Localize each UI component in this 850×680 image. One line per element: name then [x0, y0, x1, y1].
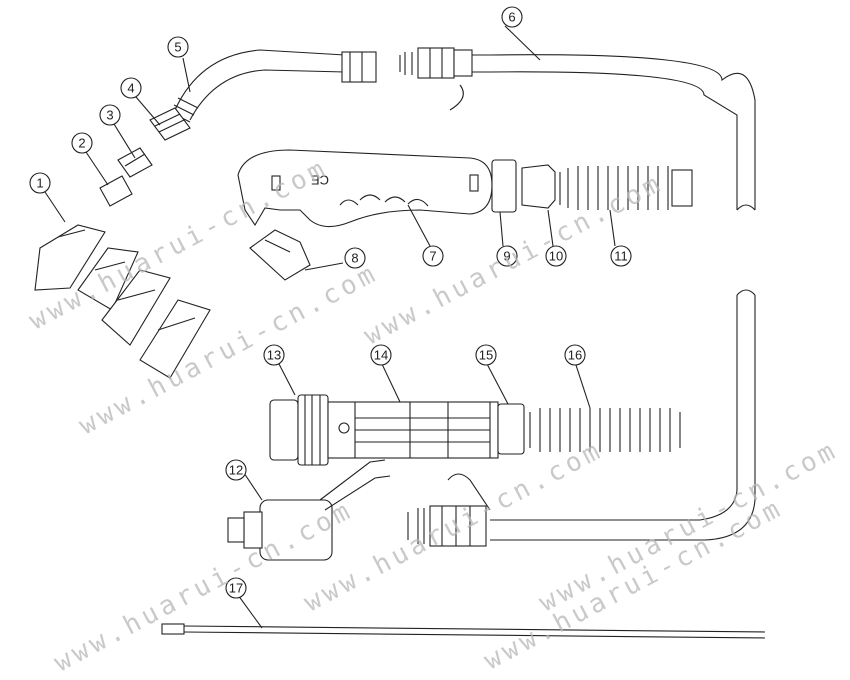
callout-5: 5	[167, 36, 189, 58]
handle-marking: CE	[311, 173, 329, 188]
svg-text:2: 2	[78, 136, 85, 151]
callout-10: 10	[545, 245, 567, 267]
handle-body-assembly	[269, 394, 681, 466]
callout-8: 8	[344, 247, 366, 269]
callout-15: 15	[475, 344, 497, 366]
lower-cable	[407, 289, 756, 547]
contact-tip-parts	[34, 107, 211, 379]
callout-2: 2	[71, 132, 93, 154]
gooseneck	[169, 49, 377, 123]
callout-4: 4	[120, 77, 142, 99]
svg-text:6: 6	[508, 10, 515, 25]
svg-text:16: 16	[568, 348, 582, 363]
callout-leaders	[44, 25, 616, 629]
callout-3: 3	[99, 104, 121, 126]
callout-13: 13	[263, 344, 285, 366]
svg-text:17: 17	[229, 581, 243, 596]
rear-handle-parts	[491, 159, 693, 213]
callout-12: 12	[225, 459, 247, 481]
callout-circles: 1 2 3 4 5 6 7 8 9 10 11 12 13 14 15 16 1…	[29, 6, 632, 599]
callout-7: 7	[422, 245, 444, 267]
svg-text:12: 12	[229, 463, 243, 478]
callout-6: 6	[501, 6, 523, 28]
svg-text:8: 8	[351, 251, 358, 266]
callout-17: 17	[225, 577, 247, 599]
callout-14: 14	[370, 344, 392, 366]
svg-text:3: 3	[106, 108, 113, 123]
svg-text:10: 10	[549, 249, 563, 264]
callout-16: 16	[564, 344, 586, 366]
svg-text:11: 11	[614, 249, 628, 264]
svg-text:14: 14	[374, 348, 388, 363]
liner	[161, 623, 766, 639]
trigger-switch	[249, 229, 311, 281]
callout-11: 11	[610, 245, 632, 267]
svg-text:9: 9	[503, 249, 510, 264]
svg-text:13: 13	[267, 348, 281, 363]
svg-text:4: 4	[127, 81, 134, 96]
svg-text:5: 5	[174, 40, 181, 55]
callout-1: 1	[29, 172, 51, 194]
svg-text:15: 15	[479, 348, 493, 363]
svg-text:7: 7	[429, 249, 436, 264]
torch-handle: CE	[237, 149, 493, 228]
svg-text:1: 1	[36, 176, 43, 191]
callout-9: 9	[496, 245, 518, 267]
upper-cable	[399, 47, 756, 211]
micro-switch	[227, 459, 391, 561]
